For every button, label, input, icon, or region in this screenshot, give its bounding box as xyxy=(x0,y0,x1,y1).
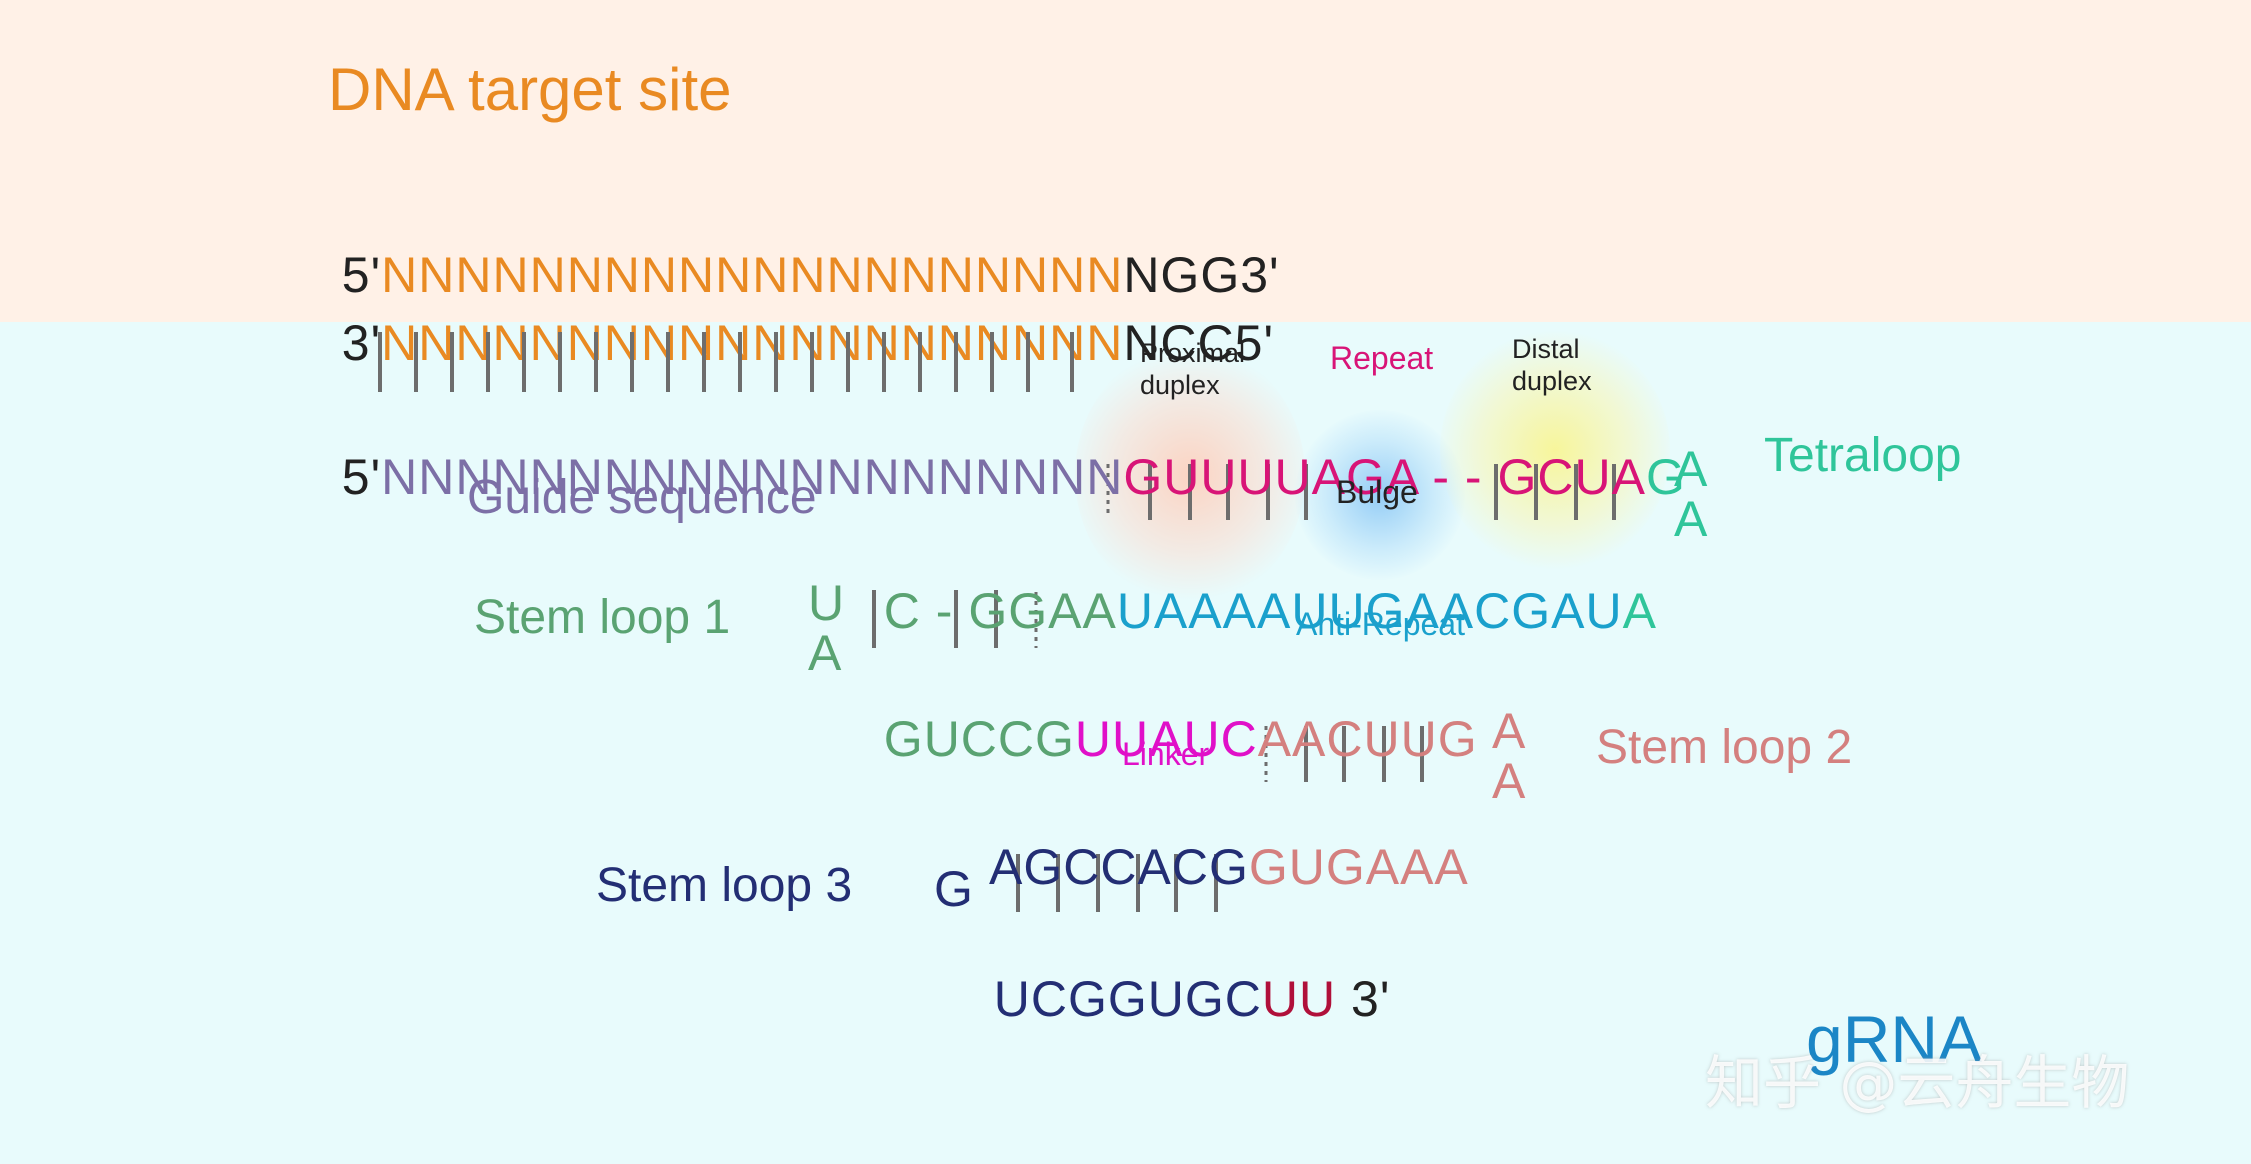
dna-top-5prime: 5' xyxy=(341,247,382,303)
crrna-5prime: 5' xyxy=(341,449,382,505)
tetraloop-label: Tetraloop xyxy=(1764,429,1962,482)
bulge-label: Bulge xyxy=(1336,474,1418,510)
stem-loop-2-label: Stem loop 2 xyxy=(1596,721,1853,774)
stem-loop-3-lower: UCGGUGC xyxy=(993,971,1262,1027)
stem-loop-3-upper-strand: AGCCACGGUGAAA xyxy=(962,792,1469,892)
grna-3prime: 3' xyxy=(1336,971,1391,1027)
stem-loop-1-upper: C - GGAA xyxy=(883,583,1117,639)
dna-top-strand: 5'NNNNNNNNNNNNNNNNNNNNNGG3' xyxy=(312,200,1280,300)
stem-loop-3-bars xyxy=(1016,854,1218,912)
repeat-label: Repeat xyxy=(1330,340,1434,376)
guide-dna-pairing-bars xyxy=(378,332,1074,392)
stem-loop-2-upper: AACUUG xyxy=(1257,711,1478,767)
bulge-glow xyxy=(1295,410,1465,580)
grna-label: gRNA xyxy=(1806,1002,1983,1076)
tetraloop-g: G xyxy=(1645,449,1686,505)
dna-bottom-strand: 3'NNNNNNNNNNNNNNNNNNNNNCC5' xyxy=(312,268,1274,368)
guide-sequence: NNNNNNNNNNNNNNNNNNNN xyxy=(381,449,1124,505)
distal-duplex-label: Distal duplex xyxy=(1512,334,1592,396)
dna-top-3prime: 3' xyxy=(1240,247,1280,303)
dna-bottom-target: NNNNNNNNNNNNNNNNNNNN xyxy=(381,315,1124,371)
dna-top-pam: NGG xyxy=(1123,247,1241,303)
repeat-gap: - - xyxy=(1417,449,1498,505)
dna-bottom-pam: NCC xyxy=(1123,315,1235,371)
stem-loop-1-lower: GUCCG xyxy=(883,711,1075,767)
repeat-proximal: GUUUUAGA xyxy=(1123,449,1418,505)
linker-sequence: UUAUC xyxy=(1074,711,1258,767)
distal-duplex-glow xyxy=(1440,330,1670,570)
linker-strand: GUCCGUUAUCAACUUG xyxy=(854,664,1478,764)
stem-loop-2-bars xyxy=(1264,726,1424,782)
stem-loop-3-upper: AGCCACG xyxy=(989,839,1249,895)
linker-label: Linker xyxy=(1122,736,1210,772)
watermark: 知乎 @云舟生物 xyxy=(1705,1049,2130,1117)
dna-background xyxy=(0,0,2251,322)
anti-repeat-strand: C - GGAAUAAAAUUGAACGAUA xyxy=(854,536,1657,636)
stem-loop-1-loop-base: A xyxy=(808,625,843,681)
stem-loop-1-bars xyxy=(872,590,1038,648)
tetraloop-a: A xyxy=(1622,583,1657,639)
proximal-duplex-label: Proximal duplex xyxy=(1140,338,1246,400)
dna-bottom-3prime: 3' xyxy=(341,315,382,371)
tetraloop-base: A xyxy=(1674,491,1709,547)
repeat-distal: GCUA xyxy=(1497,449,1646,505)
stem-loop-1-label: Stem loop 1 xyxy=(474,591,731,644)
stem-loop-3-loop-base: G xyxy=(934,861,974,917)
grna-tail-strand: UCGGUGCUU 3' xyxy=(964,924,1390,1024)
tetraloop-base: A xyxy=(1674,441,1709,497)
crrna-strand: 5'NNNNNNNNNNNNNNNNNNNNGUUUUAGA - - GCUAG xyxy=(312,402,1686,502)
dna-bottom-5prime: 5' xyxy=(1234,315,1275,371)
repeat-antirepeat-bars xyxy=(1106,464,1616,520)
stem-loop-2-loop-base: A xyxy=(1492,703,1527,759)
stem-loop-1-loop-base: U xyxy=(808,575,846,631)
diagram-title: DNA target site xyxy=(328,56,732,123)
terminal-uu: UU xyxy=(1261,971,1337,1027)
stem-loop-3-label: Stem loop 3 xyxy=(596,859,853,912)
anti-repeat-label: Anti-Repeat xyxy=(1296,606,1465,642)
stem-loop-2-lower: GUGAAA xyxy=(1248,839,1469,895)
dna-top-protospacer: NNNNNNNNNNNNNNNNNNNN xyxy=(381,247,1124,303)
anti-repeat-sequence: UAAAAUUGAACGAU xyxy=(1116,583,1623,639)
guide-sequence-label: Guide sequence xyxy=(467,471,817,524)
stem-loop-2-loop-base: A xyxy=(1492,753,1527,809)
